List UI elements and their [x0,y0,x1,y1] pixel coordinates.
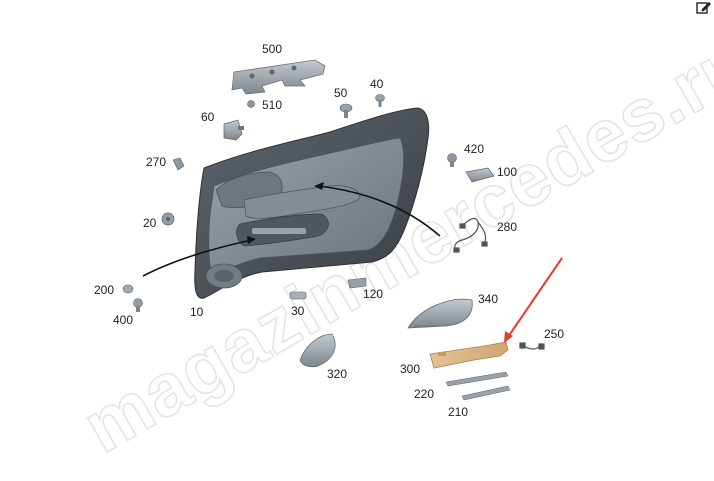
label-40: 40 [370,77,384,91]
part-420-screw[interactable] [447,153,457,168]
highlight-arrow [504,257,563,343]
label-300: 300 [400,362,420,376]
leader-arrows [142,185,441,277]
part-210-rod[interactable] [461,385,511,401]
label-250: 250 [544,327,564,341]
part-280-wiring[interactable] [453,217,488,253]
label-50: 50 [334,86,348,100]
part-200-grommet[interactable] [122,284,134,294]
label-10: 10 [190,305,204,319]
part-400-screw[interactable] [133,298,143,313]
label-340: 340 [478,292,498,306]
part-60-bracket[interactable] [223,119,244,141]
part-340-speaker-cover[interactable] [407,298,473,329]
part-270-screw[interactable] [172,157,185,171]
part-20-nut[interactable] [161,212,175,226]
part-100-cover[interactable] [465,167,495,183]
leader-arrowheads [247,182,324,244]
label-210: 210 [448,405,468,419]
label-280: 280 [497,220,517,234]
label-20: 20 [143,216,157,230]
part-300-trim-highlighted[interactable] [429,341,509,369]
label-400: 400 [113,313,133,327]
part-50-screw[interactable] [339,103,353,118]
label-200: 200 [94,283,114,297]
label-500: 500 [262,42,282,56]
label-120: 120 [363,287,383,301]
label-420: 420 [464,142,484,156]
part-510-clip[interactable] [247,100,255,108]
part-10-door-panel[interactable] [194,107,430,299]
label-510: 510 [262,98,282,112]
part-500-trim-strip[interactable] [231,59,326,95]
label-270: 270 [146,155,166,169]
part-220-rod[interactable] [445,371,509,387]
label-320: 320 [327,367,347,381]
edit-icon[interactable] [696,0,712,16]
label-60: 60 [201,110,215,124]
part-30-clip[interactable] [289,291,307,300]
part-250-wiring[interactable] [519,342,545,350]
part-labels: 500 510 50 40 60 270 420 100 20 280 200 … [94,42,564,419]
part-320-speaker-cover[interactable] [299,333,336,368]
label-220: 220 [414,387,434,401]
label-30: 30 [291,304,305,318]
part-40-screw[interactable] [375,94,385,108]
label-100: 100 [497,165,517,179]
